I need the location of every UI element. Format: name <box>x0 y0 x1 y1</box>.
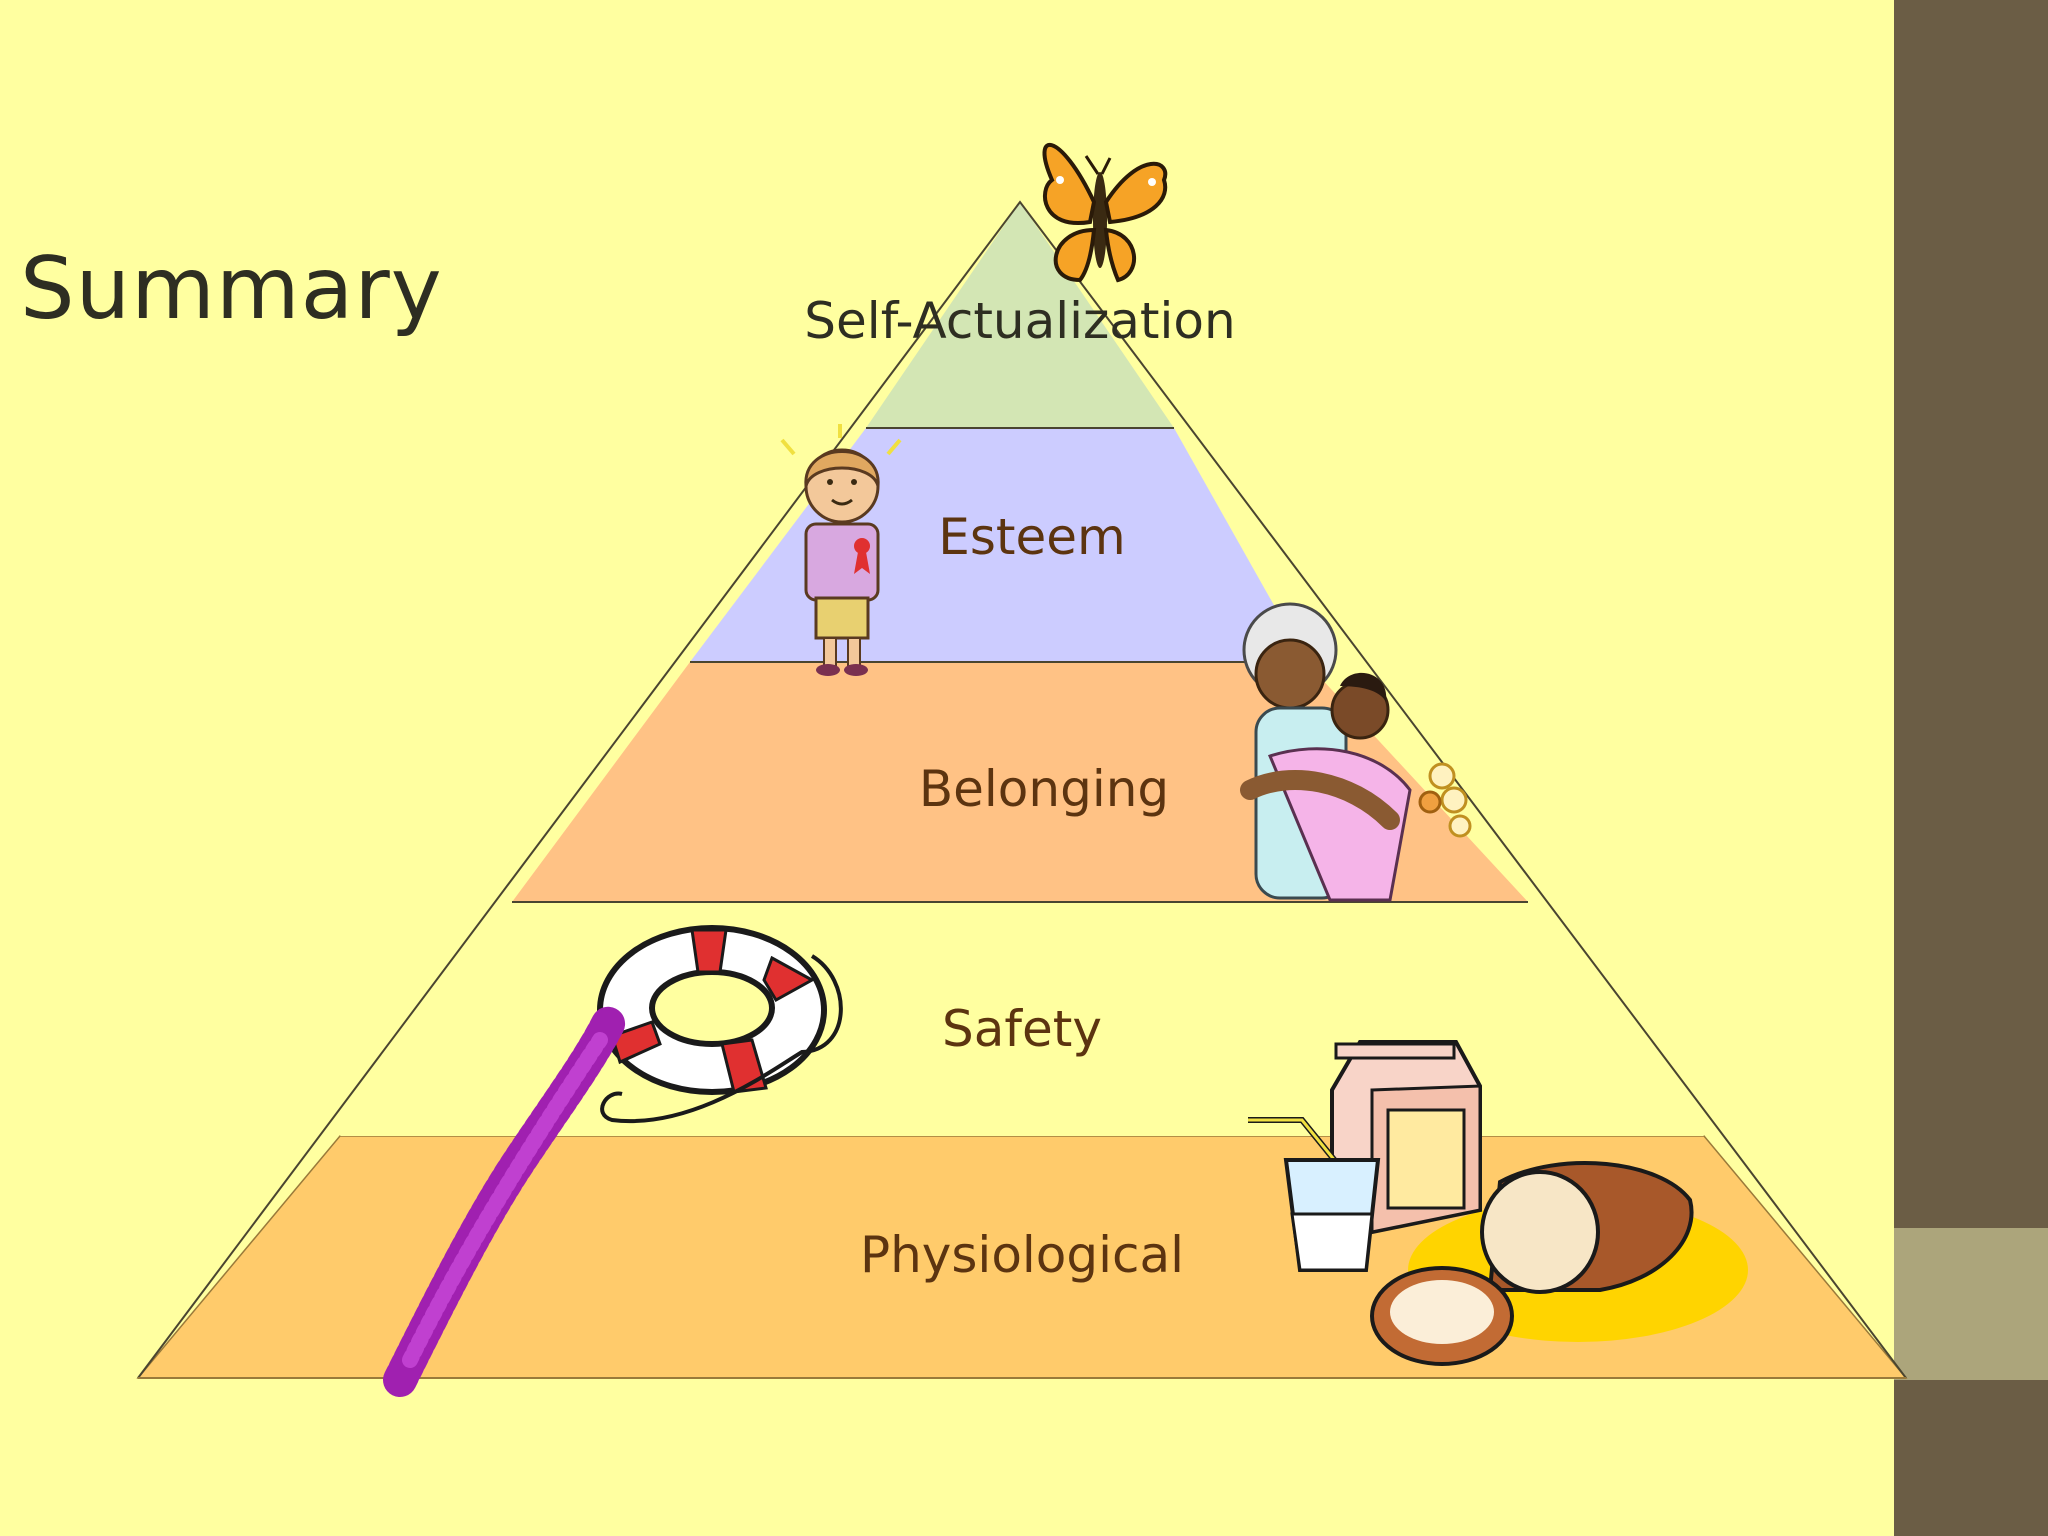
hugging-family-icon <box>1240 602 1472 902</box>
level-label-self-actualization: Self-Actualization <box>804 292 1236 350</box>
slide-side-bar-accent <box>1894 1228 2048 1380</box>
level-label-belonging: Belonging <box>918 760 1170 818</box>
life-ring-icon <box>597 925 843 1124</box>
level-label-safety: Safety <box>942 1000 1102 1058</box>
slide-title: Summary <box>20 239 443 339</box>
glass-of-milk-icon <box>1248 1117 1381 1272</box>
level-label-physiological: Physiological <box>859 1226 1185 1284</box>
bread-icon <box>1370 1160 1694 1366</box>
lavender-spray-icon <box>383 1003 627 1397</box>
level-label-esteem: Esteem <box>938 508 1126 566</box>
pyramid-outline <box>137 200 1907 1379</box>
award-girl-icon <box>780 424 902 676</box>
level-band-self-actualization <box>866 202 1174 428</box>
butterfly-icon <box>1042 142 1168 283</box>
food-and-drink-icon <box>1248 1040 1748 1366</box>
flower-bouquet-icon <box>1418 762 1472 838</box>
